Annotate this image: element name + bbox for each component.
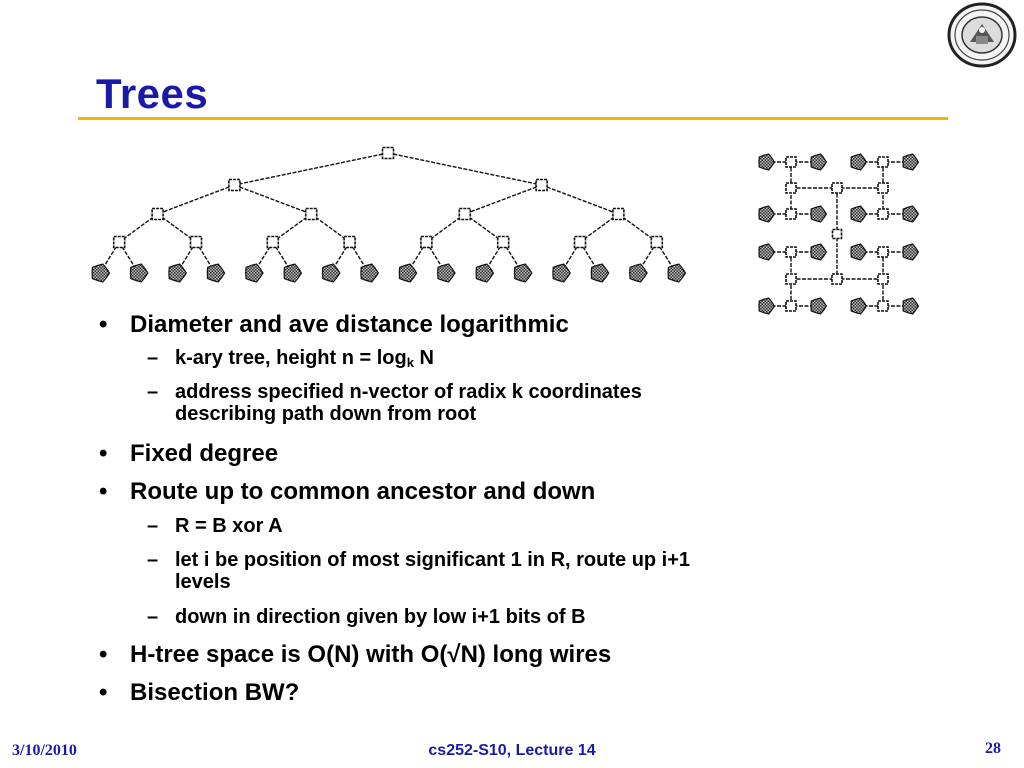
subbullet-kary-tree: k-ary tree, height n = logk N xyxy=(147,347,434,369)
processor-node xyxy=(321,263,341,283)
processor-node xyxy=(667,263,687,283)
tree-link xyxy=(234,152,389,186)
subbullet-down-direction: down in direction given by low i+1 bits … xyxy=(147,606,586,628)
bullet-h-tree: H-tree space is O(N) with O(√N) long wir… xyxy=(99,641,611,669)
processor-node xyxy=(629,263,648,283)
switch-node xyxy=(612,207,625,221)
tree-link xyxy=(118,213,159,243)
processor-node xyxy=(398,263,418,283)
switch-node xyxy=(831,182,843,194)
bullet-diameter: Diameter and ave distance logarithmic xyxy=(99,311,569,339)
processor-node xyxy=(552,263,571,283)
switch-node xyxy=(877,182,889,194)
processor-node xyxy=(850,243,868,261)
switch-node xyxy=(785,156,797,168)
processor-node xyxy=(810,243,828,261)
switch-node xyxy=(785,246,797,258)
processor-node xyxy=(590,263,610,283)
switch-node xyxy=(343,235,356,249)
binary-tree-diagram xyxy=(91,146,687,283)
switch-node xyxy=(877,300,889,312)
processor-node xyxy=(245,263,264,283)
tree-link xyxy=(464,213,504,243)
footer-page-number: 28 xyxy=(985,740,1001,757)
switch-node xyxy=(785,300,797,312)
tree-link xyxy=(579,213,619,243)
processor-node xyxy=(758,153,776,171)
processor-node xyxy=(206,263,226,283)
switch-node xyxy=(228,178,241,192)
switch-node xyxy=(189,235,203,249)
switch-node xyxy=(420,235,433,249)
bullet-bisection: Bisection BW? xyxy=(99,679,299,707)
switch-node xyxy=(877,208,889,220)
subbullet-route-i: let i be position of most significant 1 … xyxy=(147,549,690,593)
switch-node xyxy=(785,208,797,220)
footer-date: 3/10/2010 xyxy=(12,742,77,759)
tree-link xyxy=(617,213,658,243)
processor-node xyxy=(91,263,111,283)
bullet-route-up: Route up to common ancestor and down xyxy=(99,478,595,506)
processor-node xyxy=(129,263,149,283)
switch-node xyxy=(785,182,797,194)
processor-node xyxy=(168,263,188,283)
tree-link xyxy=(272,213,312,243)
processor-node xyxy=(810,153,828,171)
processor-node xyxy=(902,205,920,223)
processor-node xyxy=(902,297,920,315)
title-underline xyxy=(78,117,948,120)
slide-title: Trees xyxy=(96,70,209,117)
tree-link xyxy=(425,213,466,243)
switch-node xyxy=(573,235,587,249)
switch-node xyxy=(496,235,510,249)
processor-node xyxy=(810,297,828,315)
processor-node xyxy=(850,153,868,171)
processor-node xyxy=(283,263,303,283)
switch-node xyxy=(831,228,843,240)
tree-link xyxy=(157,184,235,215)
switch-node xyxy=(535,178,548,192)
processor-node xyxy=(758,205,776,223)
switch-node xyxy=(381,146,395,160)
tree-link xyxy=(234,184,312,215)
tree-link xyxy=(310,213,351,243)
bullet-fixed-degree: Fixed degree xyxy=(99,440,278,468)
processor-node xyxy=(758,297,776,315)
switch-node xyxy=(877,273,889,285)
tree-link xyxy=(464,184,542,215)
tree-link xyxy=(541,184,619,215)
footer-course: cs252-S10, Lecture 14 xyxy=(428,742,596,759)
h-tree-diagram xyxy=(758,153,920,315)
switch-node xyxy=(877,246,889,258)
switch-node xyxy=(458,207,472,221)
processor-node xyxy=(513,263,533,283)
processor-node xyxy=(437,263,456,283)
processor-node xyxy=(810,205,828,223)
processor-node xyxy=(902,243,920,261)
switch-node xyxy=(266,235,280,249)
switch-node xyxy=(304,207,318,221)
subbullet-r-xor: R = B xor A xyxy=(147,515,283,537)
processor-node xyxy=(902,153,920,171)
tree-link xyxy=(157,213,197,243)
university-seal-icon xyxy=(947,2,1017,68)
tree-link xyxy=(387,152,542,186)
processor-node xyxy=(850,297,868,315)
subbullet-address: address specified n-vector of radix k co… xyxy=(147,381,642,425)
processor-node xyxy=(758,243,776,261)
processor-node xyxy=(475,263,495,283)
switch-node xyxy=(877,156,889,168)
switch-node xyxy=(785,273,797,285)
switch-node xyxy=(650,235,664,249)
switch-node xyxy=(151,207,164,221)
processor-node xyxy=(360,263,380,283)
switch-node xyxy=(112,235,126,249)
switch-node xyxy=(831,273,843,285)
processor-node xyxy=(850,205,868,223)
